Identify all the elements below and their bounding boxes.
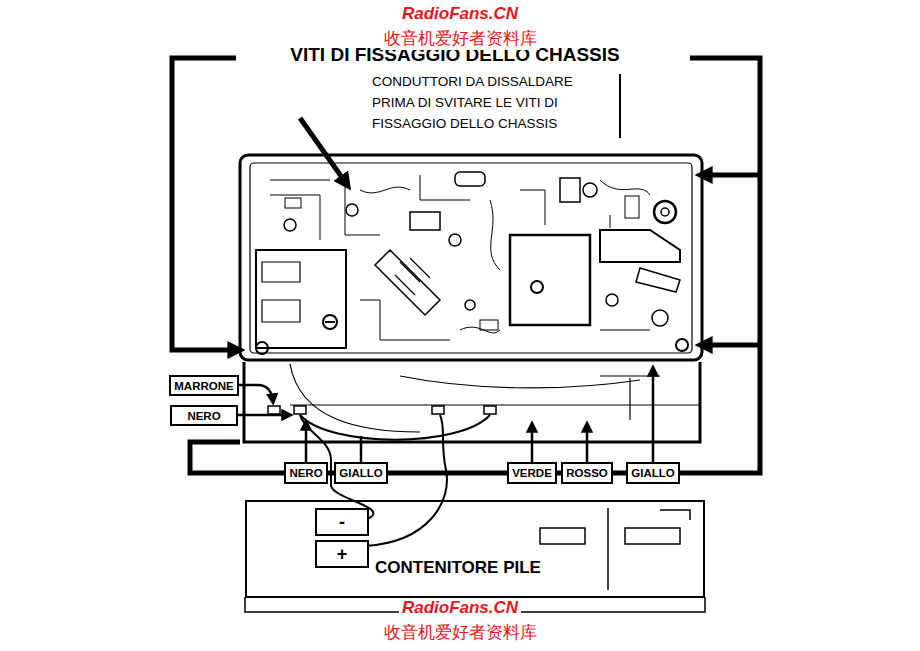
- battery-holder-detail: [625, 528, 680, 544]
- chassis-board: [480, 320, 498, 330]
- battery-wires: [300, 415, 490, 440]
- terminal-tag: +: [315, 540, 369, 568]
- battery-holder-detail: [660, 510, 690, 520]
- pointer-frame: [700, 173, 760, 178]
- battery-holder-detail: [607, 508, 609, 590]
- chassis-board: [625, 196, 639, 218]
- chassis-board: [325, 321, 335, 323]
- node-text: VERDE: [512, 467, 552, 479]
- tag-pointers: [238, 368, 653, 462]
- wire-color-tag: NERO: [284, 462, 327, 484]
- battery-holder-detail: [540, 528, 585, 544]
- chassis-board: [270, 175, 650, 340]
- terminal-tag: -: [315, 508, 369, 536]
- chassis-board: [323, 315, 337, 329]
- tag-pointers: [238, 414, 290, 417]
- chassis-board: [449, 234, 461, 246]
- node-text: ROSSO: [566, 467, 608, 479]
- wire-color-tag: GIALLO: [626, 462, 679, 484]
- chassis-board: [284, 219, 296, 231]
- chassis-lower-plate: [244, 362, 700, 442]
- node-text: -: [339, 512, 345, 533]
- chassis-board: [560, 178, 580, 202]
- node-text: CONTENITORE PILE: [375, 558, 541, 578]
- pointer-frame: [300, 118, 348, 186]
- watermark: RadioFans.CN: [399, 4, 521, 24]
- chassis-board: [240, 155, 702, 360]
- chassis-board: [600, 230, 680, 262]
- pointer-frame: [190, 58, 760, 473]
- chassis-board: [410, 212, 440, 230]
- wire-color-tag: VERDE: [507, 462, 557, 484]
- chassis-terminals: [268, 406, 280, 414]
- node-text: +: [337, 544, 348, 565]
- wire-color-tag: NERO: [170, 405, 238, 426]
- chassis-board: [250, 163, 692, 353]
- tag-pointers: [360, 436, 363, 462]
- wire-color-tag: MARRONE: [169, 375, 238, 396]
- chassis-board: [652, 310, 668, 326]
- chassis-board: [654, 201, 676, 223]
- chassis-board: [256, 342, 268, 354]
- chassis-board: [661, 208, 669, 216]
- pointer-frame: [700, 343, 760, 348]
- pointer-frame: [172, 58, 760, 473]
- node-text: NERO: [187, 410, 220, 422]
- chassis-terminals: [294, 406, 306, 414]
- tag-pointers: [586, 424, 589, 462]
- note-text: CONDUTTORI DA DISSALDARE PRIMA DI SVITAR…: [372, 72, 616, 135]
- chassis-board: [676, 339, 688, 351]
- chassis-board: [606, 294, 618, 306]
- tag-pointers: [305, 422, 308, 462]
- pointer-frame: [172, 58, 240, 350]
- tag-pointers: [531, 424, 534, 462]
- note-bracket: [619, 74, 621, 138]
- chassis-board: [465, 300, 475, 310]
- chassis-lower-plate: [244, 362, 700, 442]
- chassis-board: [285, 198, 301, 208]
- node-text: MARRONE: [174, 380, 233, 392]
- battery-wires: [300, 415, 490, 546]
- chassis-lower-plate: [290, 364, 660, 432]
- node-text: GIALLO: [339, 467, 382, 479]
- chassis-board: [395, 258, 430, 295]
- wire-color-tag: GIALLO: [334, 462, 387, 484]
- chassis-board: [346, 204, 358, 216]
- node-text: GIALLO: [631, 467, 674, 479]
- node-text: NERO: [289, 467, 322, 479]
- watermark: 收音机爱好者资料库: [381, 621, 540, 644]
- wire-color-tag: ROSSO: [561, 462, 613, 484]
- chassis-board: [510, 235, 590, 325]
- note-bracket: [619, 74, 621, 138]
- battery-holder: CONTENITORE PILE - +: [245, 500, 705, 598]
- chassis-board: [375, 250, 440, 315]
- chassis-board: [262, 262, 300, 322]
- chassis-board: [531, 281, 543, 293]
- watermark: RadioFans.CN: [399, 598, 521, 618]
- chassis-board: [455, 172, 485, 186]
- chassis-board: [240, 155, 702, 360]
- chassis-terminals: [268, 406, 496, 414]
- chassis-board: [583, 183, 597, 197]
- chassis-board: [636, 268, 680, 292]
- chassis-board: [256, 250, 346, 348]
- chassis-terminals: [432, 406, 444, 414]
- tag-pointers: [652, 368, 655, 462]
- tag-pointers: [238, 385, 273, 402]
- chassis-terminals: [484, 406, 496, 414]
- watermark: 收音机爱好者资料库: [381, 27, 540, 50]
